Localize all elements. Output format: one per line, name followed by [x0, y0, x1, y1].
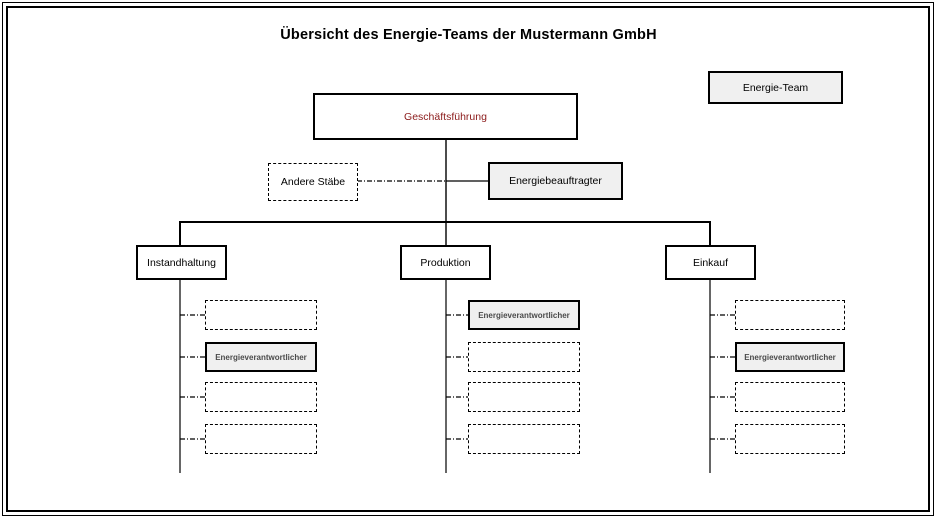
dept-label-produktion: Produktion [420, 256, 471, 269]
slot-instandhaltung-4-empty[interactable] [205, 424, 317, 454]
slot-produktion-1-energieverantwortlicher[interactable]: Energieverantwortlicher [468, 300, 580, 330]
slot-einkauf-3-empty[interactable] [735, 382, 845, 412]
andere-staebe-label: Andere Stäbe [280, 176, 346, 188]
energieverantwortlicher-label: Energieverantwortlicher [478, 310, 570, 320]
slot-einkauf-1-empty[interactable] [735, 300, 845, 330]
dept-box-einkauf[interactable]: Einkauf [665, 245, 756, 280]
slot-instandhaltung-3-empty[interactable] [205, 382, 317, 412]
energiebeauftragter-label: Energiebeauftragter [509, 175, 602, 187]
slot-produktion-3-empty[interactable] [468, 382, 580, 412]
dept-box-produktion[interactable]: Produktion [400, 245, 491, 280]
energieverantwortlicher-label: Energieverantwortlicher [215, 352, 307, 362]
slot-instandhaltung-2-energieverantwortlicher[interactable]: Energieverantwortlicher [205, 342, 317, 372]
page-title: Übersicht des Energie-Teams der Musterma… [280, 27, 657, 43]
dept-label-instandhaltung: Instandhaltung [147, 256, 216, 269]
energieverantwortlicher-label: Energieverantwortlicher [744, 352, 836, 362]
slot-instandhaltung-1-empty[interactable] [205, 300, 317, 330]
legend-label: Energie-Team [742, 81, 809, 94]
root-label: Geschäftsführung [404, 110, 487, 123]
dept-label-einkauf: Einkauf [692, 256, 729, 269]
slot-einkauf-2-energieverantwortlicher[interactable]: Energieverantwortlicher [735, 342, 845, 372]
slot-produktion-4-empty[interactable] [468, 424, 580, 454]
root-box-geschaeftsfuehrung[interactable]: Geschäftsführung [313, 93, 578, 140]
slot-einkauf-4-empty[interactable] [735, 424, 845, 454]
staff-box-energiebeauftragter[interactable]: Energiebeauftragter [488, 162, 623, 200]
slot-produktion-2-empty[interactable] [468, 342, 580, 372]
staff-box-andere-staebe[interactable]: Andere Stäbe [268, 163, 358, 201]
legend-box-energie-team[interactable]: Energie-Team [708, 71, 843, 104]
dept-box-instandhaltung[interactable]: Instandhaltung [136, 245, 227, 280]
